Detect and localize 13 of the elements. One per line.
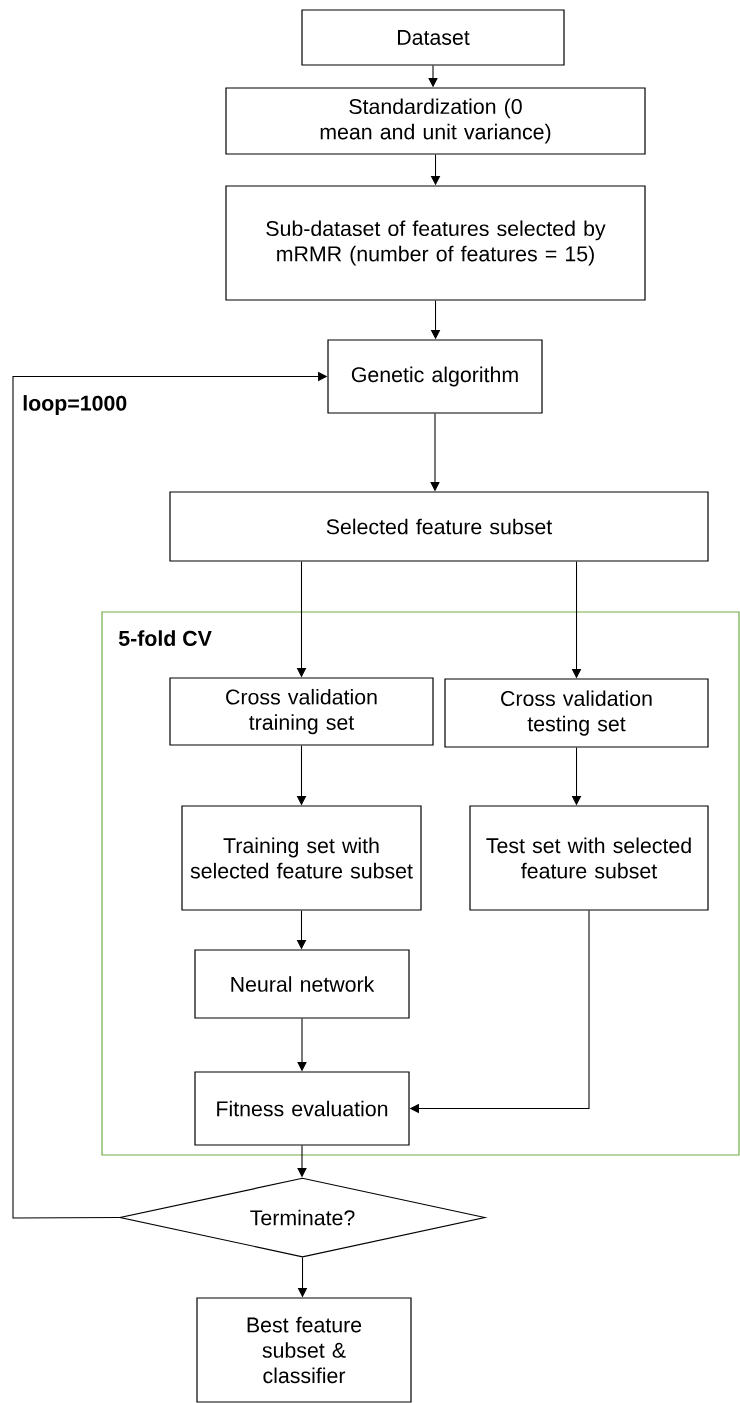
- process-box: Best feature subset & classifier: [196, 1297, 412, 1403]
- process-box: Cross validation training set: [169, 677, 434, 746]
- process-box: Selected feature subset: [169, 491, 709, 562]
- process-box: Dataset: [301, 9, 565, 66]
- process-box: Sub-dataset of features selected by mRMR (number of features = 15): [225, 185, 646, 301]
- process-box: Neural network: [194, 949, 410, 1019]
- process-box: Training set with selected feature subset: [181, 805, 422, 911]
- process-box: Genetic algorithm: [327, 339, 543, 414]
- process-box: Test set with selected feature subset: [469, 805, 709, 911]
- loop-label: loop=1000: [23, 395, 127, 415]
- process-box: Standardization (0 mean and unit variance): [225, 87, 646, 155]
- process-box: Cross validation testing set: [444, 678, 709, 748]
- process-box: Fitness evaluation: [194, 1071, 410, 1146]
